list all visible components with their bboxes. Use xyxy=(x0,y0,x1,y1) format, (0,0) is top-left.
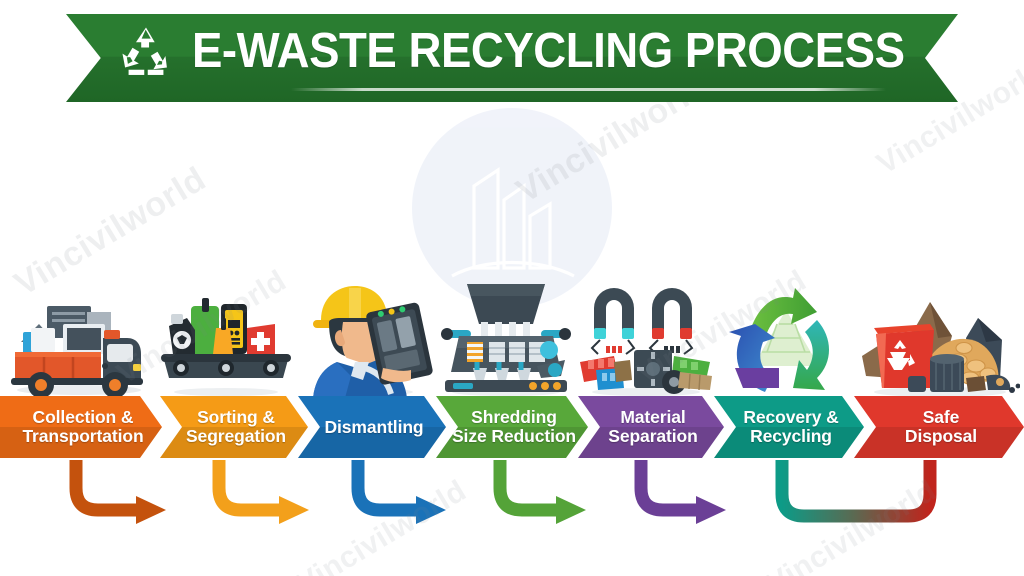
shredder-machine-icon xyxy=(441,284,571,396)
step-chevron-5[interactable]: Material Separation xyxy=(578,396,724,458)
connector-arrows xyxy=(0,452,1024,562)
process-steps-band: Collection & Transportation Sorting & Se… xyxy=(0,396,1024,460)
title-banner: E-WASTE RECYCLING PROCESS xyxy=(66,14,958,102)
icon-cell-shredding xyxy=(436,258,576,398)
dump-truck-icon xyxy=(11,306,143,398)
step-label-4-line2: Size Reduction xyxy=(451,426,577,446)
icon-cell-dismantling xyxy=(296,258,436,398)
recycling-arrows-icon xyxy=(729,288,829,392)
step-chevron-3[interactable]: Dismantling xyxy=(298,396,446,458)
step-label-1-line1: Collection & xyxy=(32,407,134,427)
step-chevron-2[interactable]: Sorting & Segregation xyxy=(160,396,308,458)
connector-1-to-2 xyxy=(69,460,166,524)
step-chevron-4[interactable]: Shredding Size Reduction xyxy=(436,396,588,458)
recycling-icon xyxy=(118,24,174,78)
step-label-7-line2: Disposal xyxy=(904,426,978,446)
step-label-5-line1: Material xyxy=(620,407,686,427)
step-label-5-line2: Separation xyxy=(608,426,698,446)
step-label-2-line1: Sorting & xyxy=(197,407,275,427)
icon-cell-collection xyxy=(0,258,156,398)
step-label-7-line1: Safe xyxy=(922,407,960,427)
connector-4-to-5 xyxy=(493,460,586,524)
connector-6-to-7 xyxy=(775,460,937,523)
step-label-4-line1: Shredding xyxy=(471,407,557,427)
magnet-separation-icon xyxy=(580,288,712,396)
step-label-6-line1: Recovery & xyxy=(743,407,839,427)
connector-5-to-6 xyxy=(634,460,726,524)
buildings-circle-logo xyxy=(412,108,612,308)
banner-underline xyxy=(291,88,886,91)
step-label-2-line2: Segregation xyxy=(185,426,287,446)
icon-cell-sorting xyxy=(156,258,296,398)
connector-3-to-4 xyxy=(351,460,446,524)
step-chevron-7[interactable]: Safe Disposal xyxy=(854,396,1024,458)
step-label-1-line2: Transportation xyxy=(22,426,144,446)
illustrations-row xyxy=(0,258,1024,398)
step-chevron-1[interactable]: Collection & Transportation xyxy=(0,396,162,458)
step-label-3-line1: Dismantling xyxy=(324,416,424,437)
icon-cell-disposal xyxy=(856,258,1024,398)
step-chevron-6[interactable]: Recovery & Recycling xyxy=(714,396,864,458)
icon-cell-separation xyxy=(576,258,716,398)
icon-cell-recovery xyxy=(716,258,856,398)
conveyor-belt-icon xyxy=(161,298,291,396)
connector-2-to-3 xyxy=(212,460,309,524)
disposal-bin-icon xyxy=(862,302,1020,397)
worker-dismantling-icon xyxy=(313,286,433,398)
banner-ribbon xyxy=(66,14,958,102)
step-label-6-line2: Recycling xyxy=(750,426,832,446)
page-title: E-WASTE RECYCLING PROCESS xyxy=(192,24,905,78)
